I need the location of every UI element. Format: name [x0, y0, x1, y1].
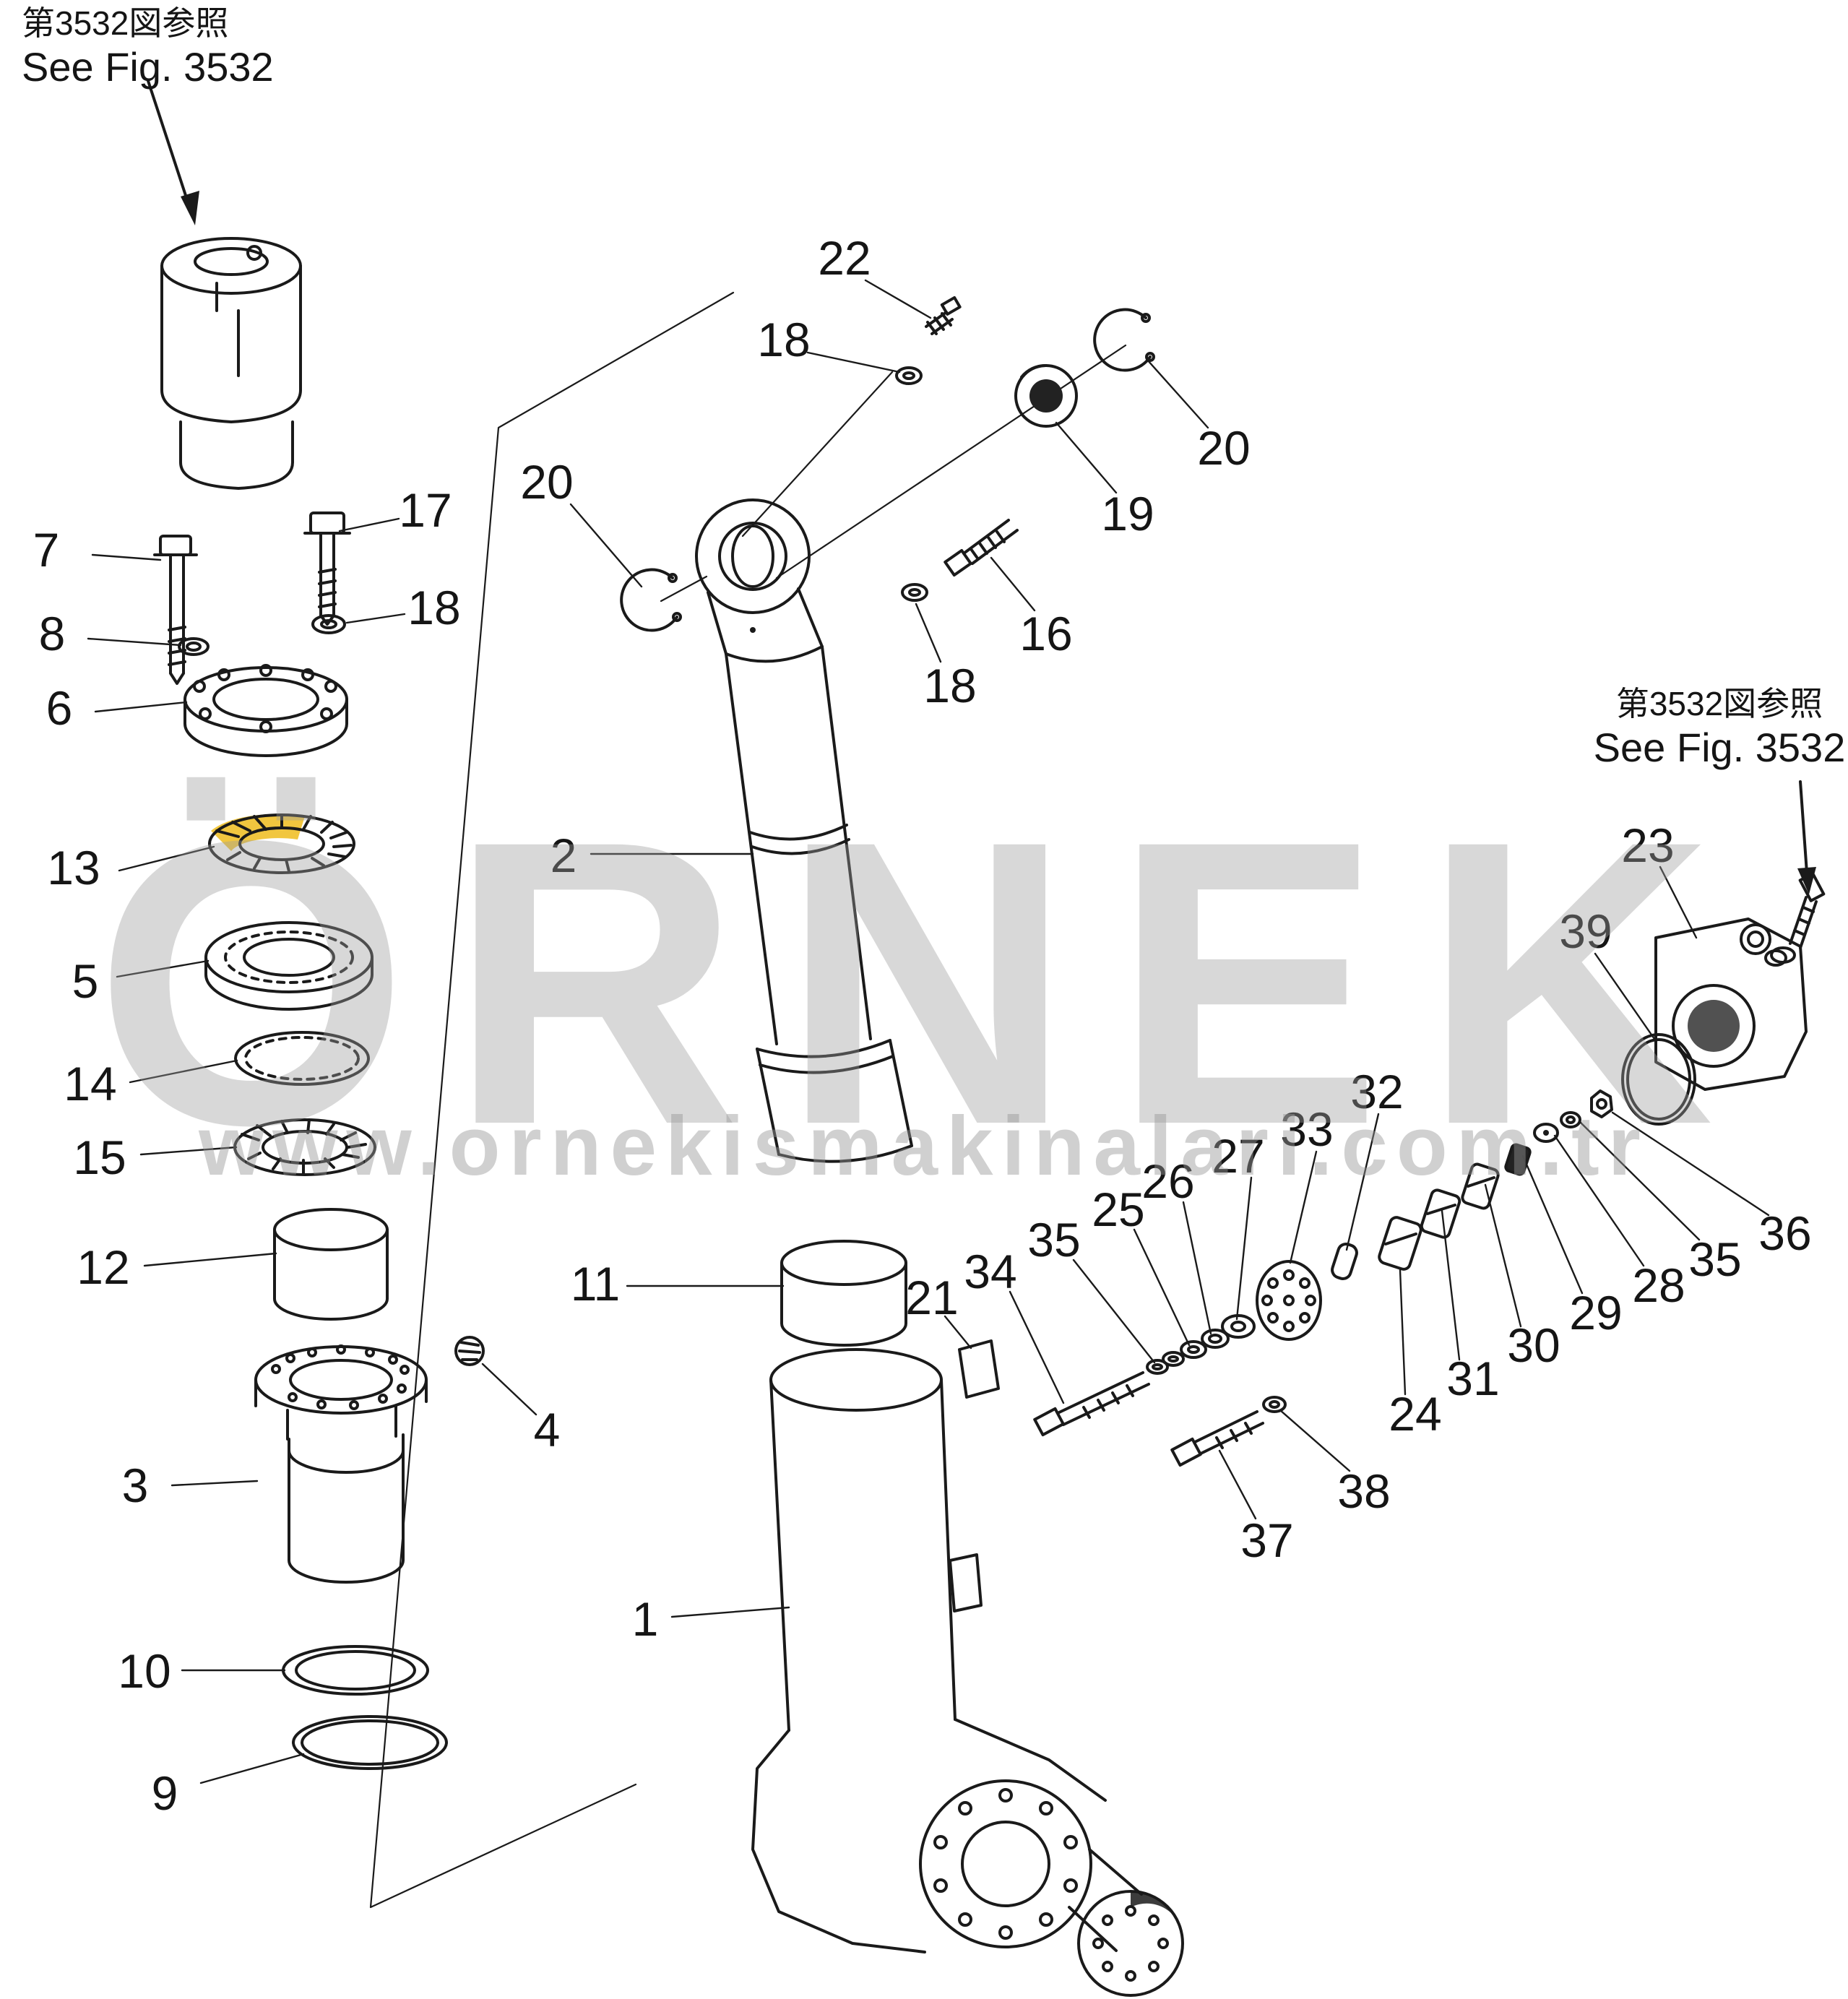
- callout-8: 8: [38, 607, 66, 660]
- callout-27: 27: [1212, 1129, 1265, 1183]
- reference-jp-top-left: 第3532図参照: [22, 4, 229, 42]
- valve-mount-bolt: [1770, 872, 1826, 964]
- washers-35-left: [1146, 1351, 1185, 1375]
- bushing-19: [1014, 363, 1078, 428]
- callout-19: 19: [1101, 487, 1154, 540]
- nut-36: [1590, 1089, 1613, 1118]
- grease-fitting-22: [925, 295, 962, 335]
- callout-25: 25: [1092, 1183, 1145, 1236]
- callout-30: 30: [1507, 1318, 1560, 1372]
- gland-6: [183, 664, 348, 757]
- callout-32: 32: [1350, 1065, 1404, 1118]
- callout-34: 34: [964, 1245, 1017, 1298]
- seal-ring-5: [204, 921, 374, 1011]
- valve-body-23: [1654, 918, 1808, 1091]
- callout-18: 18: [923, 659, 977, 712]
- washer-18-middle: [901, 583, 928, 602]
- bolt-16: [944, 519, 1019, 577]
- collar-11: [780, 1240, 907, 1347]
- bearing-ring-13: [208, 813, 355, 874]
- pin-32: [1331, 1243, 1358, 1280]
- callout-16: 16: [1019, 607, 1073, 660]
- callout-6: 6: [46, 681, 73, 735]
- callout-15: 15: [73, 1131, 126, 1184]
- callout-4: 4: [533, 1403, 561, 1456]
- callout-12: 12: [77, 1240, 130, 1294]
- callout-5: 5: [72, 954, 99, 1008]
- callout-21: 21: [905, 1271, 959, 1324]
- washer-27: [1221, 1314, 1256, 1339]
- piston-rod-2: [695, 498, 913, 1163]
- callout-33: 33: [1280, 1102, 1334, 1156]
- callout-29: 29: [1569, 1286, 1623, 1339]
- plug-4: [454, 1336, 485, 1366]
- disc-28: [1533, 1123, 1559, 1143]
- o-ring-39: [1621, 1033, 1696, 1126]
- callout-22: 22: [818, 231, 871, 285]
- callout-3: 3: [121, 1459, 149, 1512]
- callout-2: 2: [550, 829, 577, 882]
- reference-note-right: 第3532図参照 See Fig. 3532: [1582, 685, 1848, 772]
- washer-26: [1201, 1329, 1230, 1349]
- callout-35: 35: [1688, 1232, 1742, 1286]
- snap-ring-20-left: [620, 568, 682, 632]
- poppet-24: [1378, 1216, 1422, 1271]
- washer-38: [1262, 1396, 1287, 1413]
- poppet-31: [1420, 1188, 1461, 1239]
- bushing-12: [273, 1208, 389, 1321]
- poppet-29: [1504, 1143, 1532, 1176]
- callout-18: 18: [407, 581, 461, 634]
- backup-ring-14: [234, 1031, 370, 1086]
- reference-en-top-left: See Fig. 3532: [22, 43, 274, 90]
- callout-24: 24: [1389, 1387, 1442, 1441]
- washer-35-right: [1560, 1111, 1581, 1128]
- callout-17: 17: [399, 483, 452, 537]
- callout-9: 9: [151, 1766, 178, 1820]
- callout-37: 37: [1240, 1514, 1294, 1567]
- bolt-7: [153, 535, 198, 685]
- washer-8: [178, 637, 210, 656]
- bolt-17: [303, 511, 351, 626]
- callout-20: 20: [1197, 421, 1251, 475]
- pilot-valve-block: [160, 237, 302, 490]
- bolt-34: [1033, 1371, 1150, 1437]
- callout-1: 1: [631, 1592, 659, 1646]
- callout-18: 18: [757, 313, 811, 366]
- callout-20: 20: [520, 455, 574, 509]
- leader-lines: [87, 279, 1770, 1784]
- callout-7: 7: [33, 523, 60, 577]
- callout-35: 35: [1027, 1213, 1081, 1266]
- callout-28: 28: [1632, 1258, 1685, 1312]
- cylinder-tube-1: [751, 1348, 1184, 1997]
- callout-39: 39: [1559, 904, 1612, 958]
- perforated-plate-33: [1256, 1260, 1322, 1341]
- callout-38: 38: [1337, 1464, 1391, 1518]
- reference-en-right: See Fig. 3532: [1593, 724, 1846, 770]
- callout-11: 11: [570, 1257, 621, 1311]
- poppet-30: [1461, 1162, 1500, 1210]
- frame-lines: [369, 291, 1127, 1909]
- callout-10: 10: [118, 1644, 171, 1698]
- washer-18-left: [311, 614, 346, 634]
- reference-note-top-left: 第3532図参照 See Fig. 3532: [22, 4, 274, 91]
- reference-jp-right: 第3532図参照: [1615, 685, 1823, 722]
- callout-36: 36: [1758, 1206, 1812, 1260]
- washer-18-upper: [895, 366, 923, 385]
- cylinder-head-3: [254, 1344, 428, 1584]
- o-ring-9: [292, 1715, 448, 1770]
- reference-arrow-top-left: [147, 79, 199, 225]
- washer-25: [1180, 1340, 1207, 1359]
- callout-26: 26: [1141, 1154, 1195, 1208]
- snap-ring-20-right: [1093, 308, 1155, 372]
- shim-plate-21: [958, 1339, 1000, 1399]
- bolt-37: [1170, 1410, 1264, 1467]
- callout-13: 13: [47, 841, 100, 894]
- callout-14: 14: [64, 1057, 117, 1110]
- callout-23: 23: [1621, 819, 1675, 872]
- callout-31: 31: [1446, 1352, 1500, 1405]
